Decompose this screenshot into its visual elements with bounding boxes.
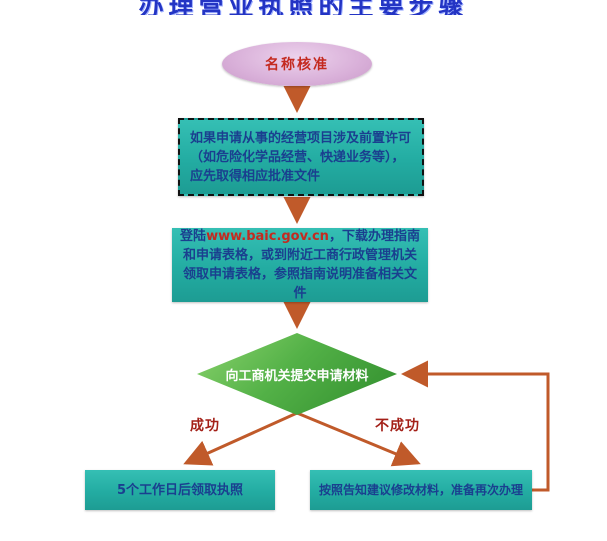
start-node-label: 名称核准: [265, 57, 329, 73]
precondition-text: 如果申请从事的经营项目涉及前置许可（如危险化学品经营、快递业务等），应先取得相应…: [190, 130, 412, 184]
prepare-materials-box: 登陆www.baic.gov.cn，下载办理指南和申请表格，或到附近工商行政管理…: [172, 228, 428, 302]
decision-label: 向工商机关提交申请材料: [225, 368, 369, 384]
prepare-text-post: ，下载办理指南和申请表格，或到附近工商行政管理机关领取申请表格，参照指南说明准备…: [182, 229, 420, 301]
success-outcome-label: 5个工作日后领取执照: [116, 482, 244, 498]
start-node-name-approval: 名称核准: [222, 42, 372, 86]
prepare-text: 登陆www.baic.gov.cn，下载办理指南和申请表格，或到附近工商行政管理…: [180, 227, 420, 303]
branch-label-fail: 不成功: [375, 418, 420, 434]
page-title: 办理营业执照的主要步骤: [138, 0, 469, 15]
decision-submit-materials: 向工商机关提交申请材料: [197, 333, 397, 415]
fail-outcome-box: 按照告知建议修改材料，准备再次办理: [310, 470, 532, 510]
success-outcome-box: 5个工作日后领取执照: [85, 470, 275, 510]
prepare-url: www.baic.gov.cn: [206, 229, 329, 244]
fail-outcome-label: 按照告知建议修改材料，准备再次办理: [318, 482, 523, 497]
precondition-box: 如果申请从事的经营项目涉及前置许可（如危险化学品经营、快递业务等），应先取得相应…: [178, 118, 424, 196]
prepare-text-pre: 登陆: [180, 229, 207, 244]
branch-label-success: 成功: [190, 418, 220, 434]
